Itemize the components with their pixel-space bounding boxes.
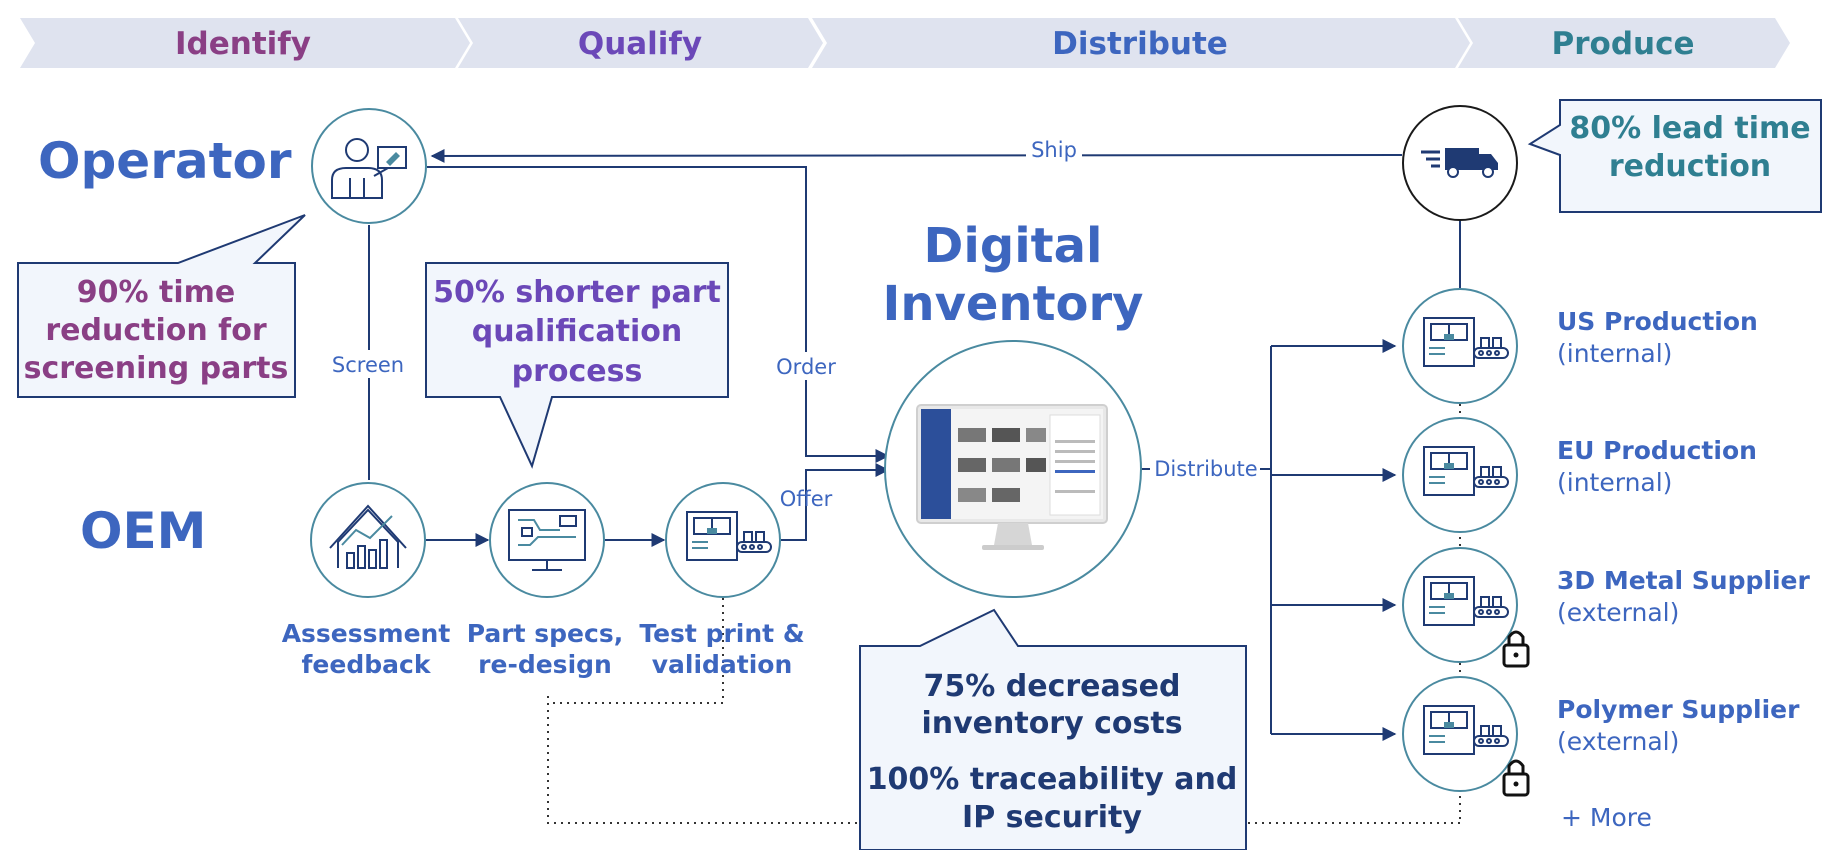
production-site-name: US Production — [1557, 307, 1758, 336]
phase-identify-label: Identify — [175, 26, 311, 62]
production-site-name: Polymer Supplier — [1557, 695, 1800, 724]
phase-distribute-band — [812, 18, 1470, 68]
inventory-node[interactable] — [884, 340, 1142, 598]
production-site-type: (external) — [1557, 598, 1679, 627]
offer-edge — [781, 463, 890, 541]
phase-qualify-label: Qualify — [578, 26, 702, 62]
lead-time-callout: 80% lead time reduction — [1527, 99, 1822, 213]
part-specs-label-line-1: Part specs, — [467, 619, 623, 648]
screening-callout-line-3: screening parts — [24, 351, 289, 386]
production-site-name: EU Production — [1557, 436, 1757, 465]
production-site-node[interactable] — [1402, 547, 1530, 668]
circuit-monitor-icon — [508, 509, 586, 571]
production-site-type: (internal) — [1557, 468, 1672, 497]
order-label: Order — [776, 355, 836, 379]
screening-callout: 90% time reduction for screening parts — [17, 214, 306, 398]
production-site-type: (internal) — [1557, 339, 1672, 368]
production-sites: US Production (internal) EU Production (int… — [1402, 288, 1810, 797]
production-site-node[interactable] — [1402, 417, 1518, 533]
screening-callout-line-2: reduction for — [45, 313, 266, 348]
production-site-node[interactable] — [1402, 676, 1530, 797]
inventory-title-line-1: Digital — [924, 218, 1103, 274]
test-print-label-line-2: validation — [652, 650, 793, 679]
phase-distribute-label: Distribute — [1052, 26, 1228, 62]
assessment-label-line-2: feedback — [302, 650, 432, 679]
house-chart-icon — [329, 504, 407, 569]
screening-callout-line-1: 90% time — [77, 275, 235, 310]
padlock-icon — [1502, 630, 1530, 668]
edge-labels: Ship Screen Order Offer Distribute — [325, 138, 1260, 511]
dotted-test-link — [548, 598, 724, 704]
assessment-node[interactable] — [310, 482, 426, 598]
ship-label: Ship — [1031, 138, 1077, 162]
printer-conveyor-icon — [1423, 576, 1509, 626]
assessment-label-line-1: Assessment — [282, 619, 451, 648]
lead-time-callout-line-2: reduction — [1609, 149, 1771, 184]
lead-time-callout-line-1: 80% lead time — [1569, 111, 1810, 146]
truck-node[interactable] — [1402, 105, 1518, 221]
qualification-callout: 50% shorter part qualification process — [425, 262, 729, 469]
delivery-truck-icon — [1421, 148, 1498, 178]
ship-edge — [430, 148, 1403, 163]
offer-label: Offer — [780, 487, 833, 511]
phase-produce-band — [1458, 18, 1790, 68]
traceability-line-1: 100% traceability and — [867, 762, 1238, 797]
inventory-callout: 75% decreased inventory costs 100% trace… — [859, 608, 1247, 850]
desktop-monitor-icon — [916, 404, 1108, 550]
phase-qualify-band — [458, 18, 823, 68]
inventory-costs-line-2: inventory costs — [921, 706, 1182, 741]
inventory-title-line-2: Inventory — [883, 276, 1144, 332]
role-oem: OEM — [80, 502, 206, 560]
distribute-label: Distribute — [1154, 457, 1257, 481]
phase-banner: Identify Qualify Distribute Produce — [20, 18, 1790, 68]
qualification-callout-line-2: qualification — [472, 314, 683, 349]
inventory-costs-line-1: 75% decreased — [924, 669, 1181, 704]
printer-conveyor-icon — [1423, 446, 1509, 496]
order-edge — [427, 166, 890, 463]
part-specs-node[interactable] — [489, 482, 605, 598]
traceability-line-2: IP security — [962, 800, 1142, 835]
printer-conveyor-icon — [1423, 705, 1509, 755]
screen-label: Screen — [332, 353, 404, 377]
production-site-name: 3D Metal Supplier — [1557, 566, 1810, 595]
phase-identify-band — [20, 18, 470, 68]
production-site-type: (external) — [1557, 727, 1679, 756]
printer-conveyor-icon — [1423, 317, 1509, 367]
qualification-callout-line-3: process — [512, 354, 643, 389]
phase-produce-label: Produce — [1552, 26, 1695, 62]
qualification-callout-line-1: 50% shorter part — [433, 275, 721, 310]
printer-conveyor-icon — [686, 511, 772, 561]
test-print-label-line-1: Test print & — [639, 619, 804, 648]
production-site-node[interactable] — [1402, 288, 1518, 404]
test-print-node[interactable] — [665, 482, 781, 598]
more-sites-label[interactable]: + More — [1561, 803, 1652, 832]
operator-node[interactable] — [311, 108, 427, 224]
dotted-specs-link — [547, 696, 862, 824]
part-specs-label-line-2: re-design — [478, 650, 612, 679]
role-operator: Operator — [38, 132, 292, 190]
padlock-icon — [1502, 759, 1530, 797]
operator-person-icon — [331, 138, 407, 199]
